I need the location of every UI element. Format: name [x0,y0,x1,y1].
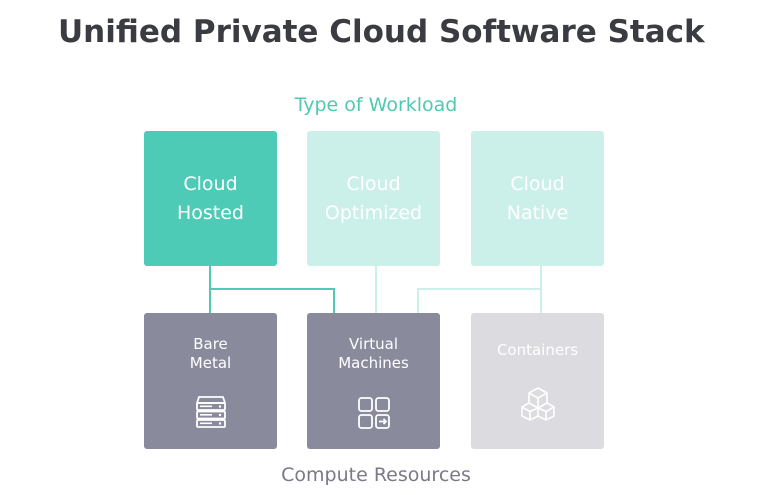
workload-label-line1: Cloud [346,172,401,195]
workload-label-line2: Hosted [176,201,244,224]
resource-label: Containers [496,341,579,359]
resource-label-line2: Metal [189,354,232,372]
workload-cloud-native: Cloud Native [471,131,604,266]
resources-heading: Compute Resources [281,464,471,486]
workload-heading: Type of Workload [294,94,458,116]
server-stack-icon [195,396,226,428]
workload-label-line1: Cloud [510,172,565,195]
workload-label-line2: Native [506,201,569,224]
connector-hosted-virtual-machines [210,288,335,313]
resource-label-line1: Bare [193,335,228,353]
workload-label-line1: Cloud [183,172,238,195]
resource-containers: Containers [471,313,604,449]
connector-native-virtual-machines [417,288,541,313]
resource-virtual-machines: Virtual Machines [307,313,440,449]
workload-label-line2: Optimized [324,201,423,224]
resource-bare-metal: Bare Metal [144,313,277,449]
vm-grid-icon [357,397,390,429]
workload-cloud-hosted: Cloud Hosted [144,131,277,266]
resource-label-line2: Machines [338,354,409,372]
workload-cloud-optimized: Cloud Optimized [307,131,440,266]
container-cubes-icon [520,387,555,421]
page-title: Unified Private Cloud Software Stack [58,14,705,50]
resource-label-line1: Virtual [348,335,398,353]
